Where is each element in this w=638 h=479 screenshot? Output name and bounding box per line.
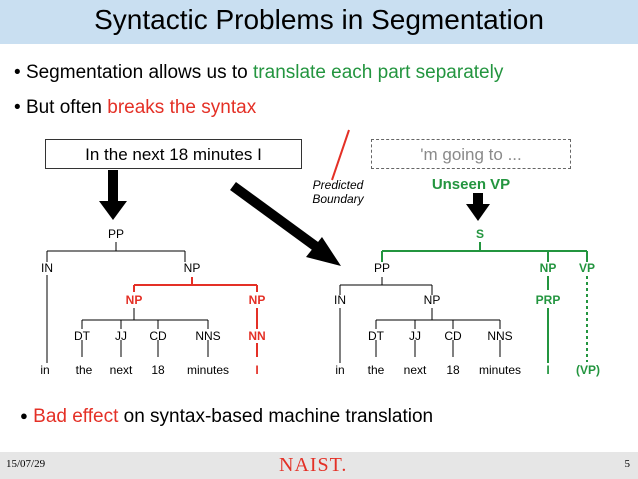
bullet-1-marker: • [14, 62, 21, 83]
naist-logo: NAIST. [279, 454, 348, 476]
right-word-18: 18 [446, 363, 460, 377]
unseen-vp-label: Unseen VP [432, 176, 510, 193]
bullet-1: • Segmentation allows us to translate ea… [14, 62, 503, 84]
right-tree-vp: VP [579, 261, 595, 275]
left-tree-cd: CD [149, 329, 167, 343]
left-tree-nns: NNS [195, 329, 220, 343]
down-arrow-left-head [99, 201, 127, 220]
left-tree-jj: JJ [115, 329, 127, 343]
bullet-3: ● Bad effect on syntax-based machine tra… [20, 406, 433, 428]
left-tree-np-red: NP [126, 293, 143, 307]
slide-title: Syntactic Problems in Segmentation [94, 4, 544, 35]
right-tree-cd: CD [444, 329, 462, 343]
boundary-slash [331, 129, 350, 181]
diagonal-arrow [230, 181, 325, 256]
bullet-2-text: But often [25, 97, 108, 118]
diagonal-arrow-head [306, 237, 341, 266]
right-tree-jj: JJ [409, 329, 421, 343]
left-word-minutes: minutes [187, 363, 229, 377]
unseen-segment-box: 'm going to ... [371, 139, 571, 169]
left-word-18: 18 [151, 363, 165, 377]
footer-date: 15/07/29 [6, 458, 46, 470]
boundary-label-1: Predicted [313, 178, 364, 192]
left-word-in: in [40, 363, 49, 377]
left-word-the: the [76, 363, 93, 377]
left-tree-red-edges [133, 277, 258, 357]
down-arrow-right-head [466, 204, 490, 221]
left-tree-np-red-2: NP [249, 293, 266, 307]
boundary-label-2: Boundary [312, 192, 364, 206]
bullet-2-highlight: breaks the syntax [107, 97, 257, 118]
right-tree-edges [339, 277, 501, 363]
left-tree-pp: PP [108, 227, 124, 241]
bullet-1-highlight: translate each part separately [253, 62, 504, 83]
left-tree-in: IN [41, 261, 53, 275]
right-tree-np-green: NP [540, 261, 557, 275]
right-word-in: in [335, 363, 344, 377]
left-tree-nn: NN [248, 329, 265, 343]
left-word-i: I [255, 363, 258, 377]
right-word-next: next [404, 363, 427, 377]
right-tree-pp: PP [374, 261, 390, 275]
bullet-3-marker: ● [20, 408, 28, 423]
right-tree-s: S [476, 227, 484, 241]
source-segment-box: In the next 18 minutes I [45, 139, 302, 169]
bullet-2: • But often breaks the syntax [14, 97, 256, 119]
left-word-next: next [110, 363, 133, 377]
footer-bar [0, 452, 638, 479]
bullet-3-highlight: Bad effect [33, 406, 119, 427]
left-tree-edges [46, 242, 209, 363]
right-word-vp: (VP) [576, 363, 600, 377]
left-tree-dt: DT [74, 329, 91, 343]
right-tree-in: IN [334, 293, 346, 307]
right-tree-np: NP [424, 293, 441, 307]
right-tree-dt: DT [368, 329, 385, 343]
right-word-i: I [546, 363, 549, 377]
title-bar [0, 0, 638, 44]
right-word-the: the [368, 363, 385, 377]
page-number: 5 [624, 458, 631, 470]
bullet-1-text: Segmentation allows us to [25, 62, 254, 83]
bullet-3-text: on syntax-based machine translation [118, 406, 434, 427]
right-word-minutes: minutes [479, 363, 521, 377]
left-tree-np: NP [184, 261, 201, 275]
bullet-2-marker: • [14, 97, 21, 118]
right-tree-green-edges [381, 242, 588, 363]
right-tree-nns: NNS [487, 329, 512, 343]
right-tree-prp: PRP [536, 293, 561, 307]
parse-tree-diagram: Predicted Boundary Unseen VP [40, 129, 600, 377]
